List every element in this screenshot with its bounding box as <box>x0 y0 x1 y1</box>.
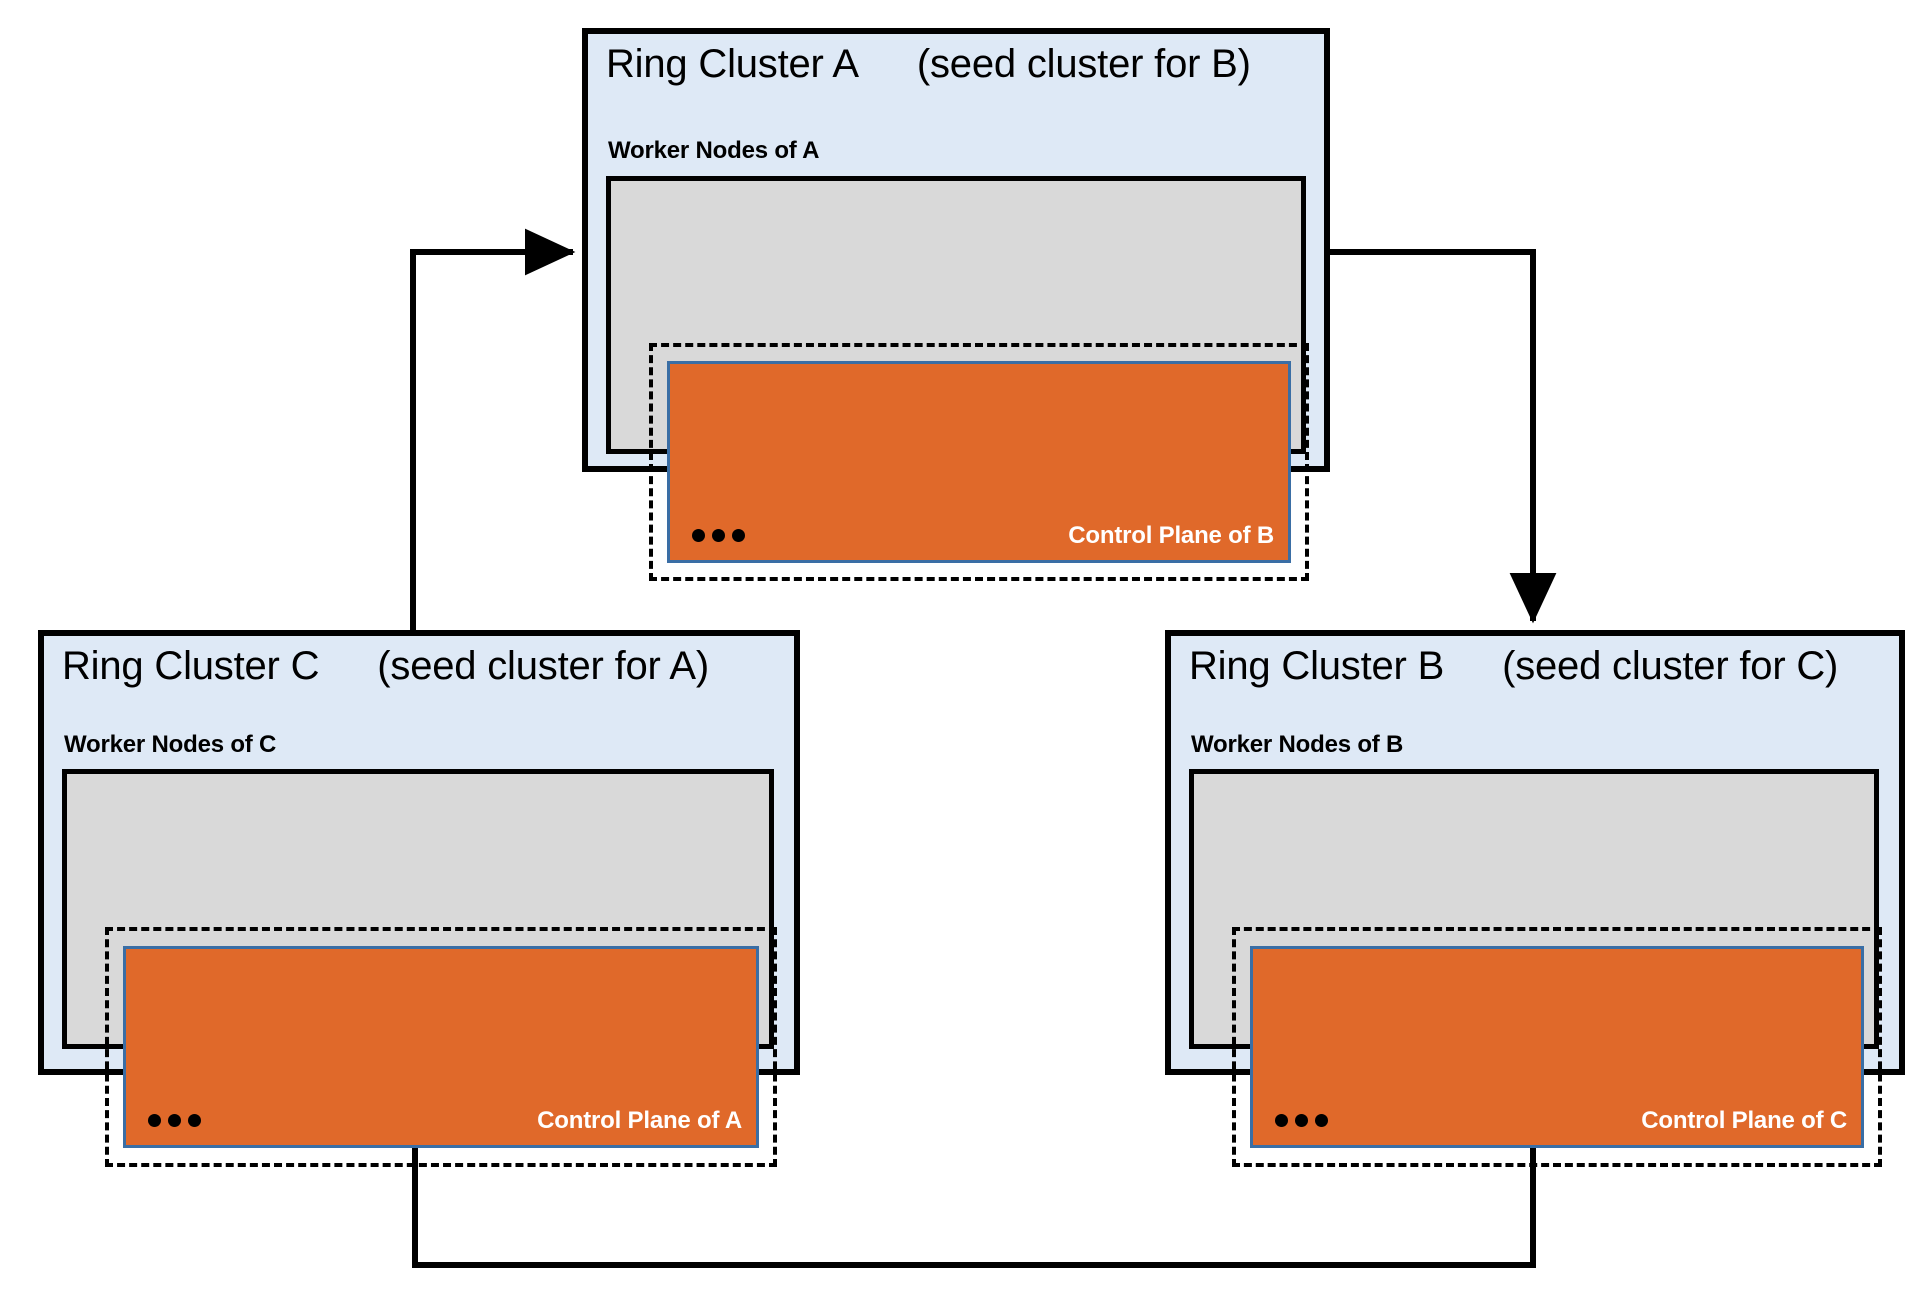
cluster-b-ellipsis-icon <box>1275 1114 1328 1127</box>
cluster-b-title: Ring Cluster B <box>1189 644 1445 688</box>
cluster-c-header: Ring Cluster C (seed cluster for A) <box>62 644 784 689</box>
cluster-a-worker-nodes-box[interactable]: Control Plane of B <box>606 176 1309 581</box>
cluster-b-subtitle: (seed cluster for C) <box>1502 644 1839 688</box>
ring-cluster-a[interactable]: Ring Cluster A (seed cluster for B) Work… <box>582 28 1330 581</box>
cluster-a-control-plane-label: Control Plane of B <box>1068 522 1274 549</box>
cluster-c-namespace-boundary <box>105 927 777 1167</box>
cluster-c-control-plane-box[interactable]: Control Plane of A <box>123 946 759 1148</box>
cluster-c-worker-nodes-label: Worker Nodes of C <box>64 731 277 758</box>
cluster-c-subtitle: (seed cluster for A) <box>377 644 709 688</box>
cluster-b-worker-nodes-label: Worker Nodes of B <box>1191 731 1404 758</box>
cluster-c-ellipsis-icon <box>148 1114 201 1127</box>
cluster-c-worker-nodes-box[interactable]: Control Plane of A <box>62 769 777 1167</box>
cluster-a-header: Ring Cluster A (seed cluster for B) <box>606 42 1314 87</box>
cluster-a-namespace-boundary <box>649 343 1309 581</box>
cluster-b-control-plane-label: Control Plane of C <box>1641 1107 1847 1134</box>
cluster-b-control-plane-box[interactable]: Control Plane of C <box>1250 946 1864 1148</box>
connector-a-to-b <box>1330 249 1557 624</box>
cluster-c-control-plane-label: Control Plane of A <box>537 1107 742 1134</box>
ring-cluster-b[interactable]: Ring Cluster B (seed cluster for C) Work… <box>1165 630 1905 1167</box>
cluster-b-header: Ring Cluster B (seed cluster for C) <box>1189 644 1889 689</box>
cluster-a-ellipsis-icon <box>692 529 745 542</box>
cluster-a-control-plane-box[interactable]: Control Plane of B <box>667 361 1291 563</box>
cluster-a-subtitle: (seed cluster for B) <box>916 42 1251 86</box>
cluster-b-namespace-boundary <box>1232 927 1882 1167</box>
cluster-c-title: Ring Cluster C <box>62 644 320 688</box>
ring-cluster-c[interactable]: Ring Cluster C (seed cluster for A) Work… <box>38 630 800 1167</box>
cluster-b-worker-nodes-box[interactable]: Control Plane of C <box>1189 769 1882 1167</box>
cluster-a-worker-nodes-label: Worker Nodes of A <box>608 137 820 164</box>
cluster-a-title: Ring Cluster A <box>606 42 859 86</box>
